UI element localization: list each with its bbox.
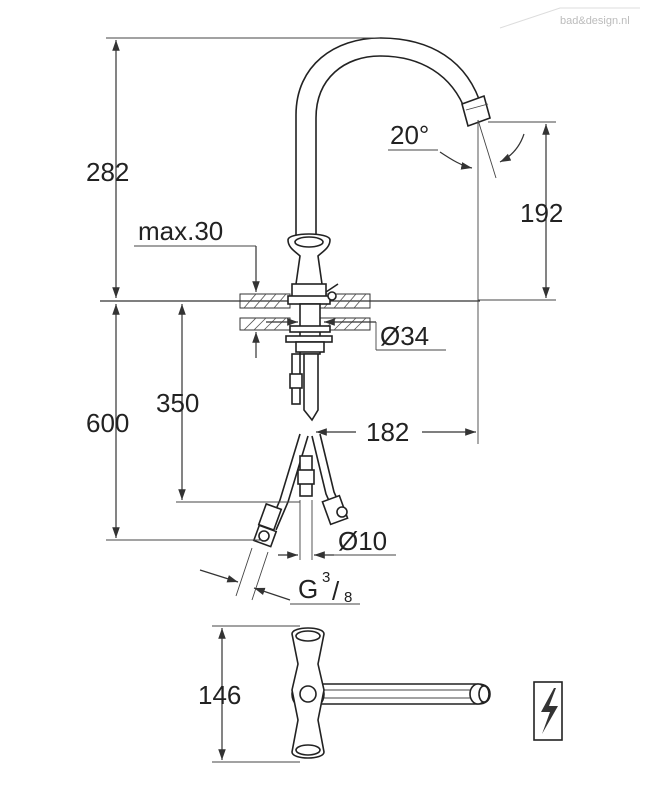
dim-hose-length: 350 [156, 388, 199, 418]
lightning-icon [533, 681, 563, 741]
faucet-side-view [285, 37, 491, 422]
dim-angle: 20° [390, 120, 429, 150]
dim-max-thickness: max.30 [138, 216, 223, 246]
dim-reach: 182 [366, 417, 409, 447]
watermark-text: bad&design.nl [560, 15, 630, 27]
watermark-logo: bad&design.nl [499, 7, 640, 29]
dim-hole-diameter: Ø34 [380, 321, 429, 351]
dim-connection-numerator: 3 [322, 569, 330, 586]
dim-connection-slash: / [332, 576, 340, 606]
dim-height-total: 282 [86, 157, 129, 187]
dim-hose-diameter: Ø10 [338, 526, 387, 556]
faucet-top-view [291, 627, 491, 759]
dim-connection-denominator: 8 [344, 589, 352, 606]
hoses [252, 433, 349, 548]
dim-connection-prefix: G [298, 574, 318, 604]
dim-top-depth: 146 [198, 680, 241, 710]
dim-spout-height: 192 [520, 198, 563, 228]
dim-below-length: 600 [86, 408, 129, 438]
